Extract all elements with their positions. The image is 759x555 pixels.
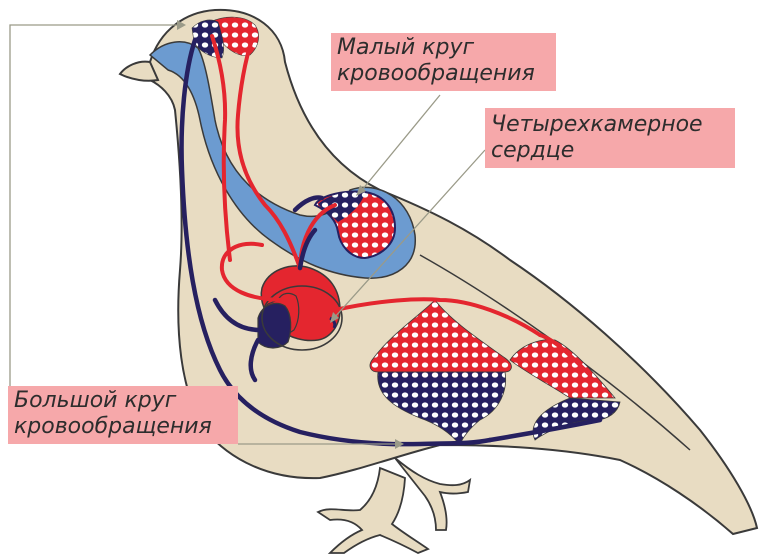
label-systemic-circulation: Большой круг кровообращения [8,386,238,444]
label-systemic-line1: Большой круг [14,388,232,414]
pointer-pulmonary [362,95,440,190]
label-pulmonary-circulation: Малый круг кровообращения [331,33,556,91]
label-four-chambered-heart: Четырехкамерное сердце [485,108,735,168]
label-systemic-line2: кровообращения [14,414,232,440]
label-pulmonary-line2: кровообращения [337,61,550,87]
label-heart-line1: Четырехкамерное [491,112,729,138]
label-pulmonary-line1: Малый круг [337,35,550,61]
label-heart-line2: сердце [491,138,729,164]
